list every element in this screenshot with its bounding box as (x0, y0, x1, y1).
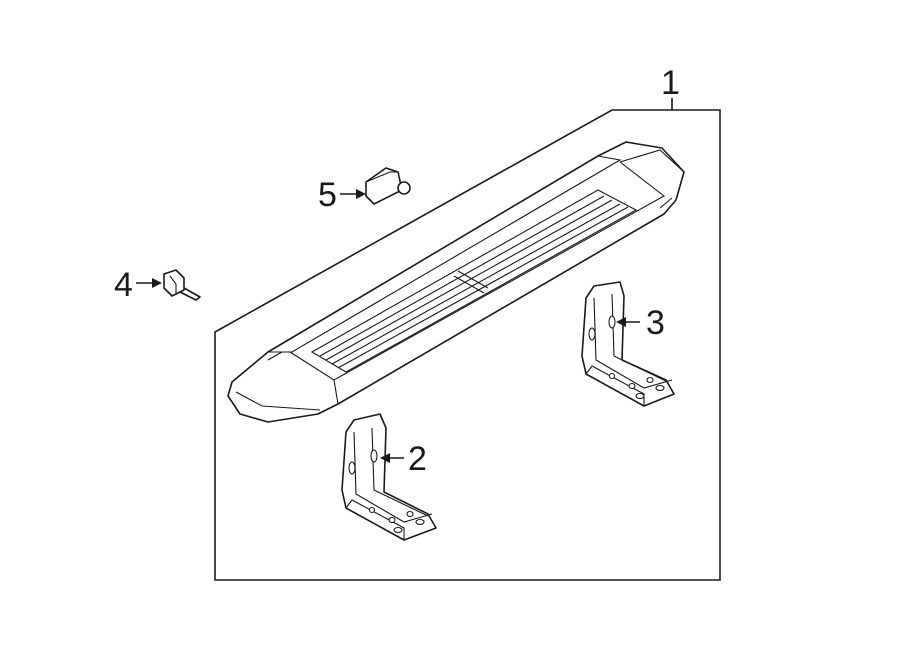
arrow-2 (380, 453, 404, 463)
running-board (227, 141, 685, 423)
assembly-border (214, 109, 721, 581)
callout-1: 1 (661, 64, 680, 102)
bracket-rear (581, 281, 675, 407)
arrow-4 (136, 278, 162, 288)
bolt (163, 269, 201, 301)
callout-4: 4 (114, 266, 133, 304)
callout-5: 5 (318, 176, 337, 214)
bracket-front (341, 413, 437, 541)
callout-3: 3 (646, 304, 665, 342)
arrow-5 (340, 189, 366, 199)
clip (365, 167, 411, 205)
arrow-3 (616, 317, 640, 327)
callout-2: 2 (408, 440, 427, 478)
